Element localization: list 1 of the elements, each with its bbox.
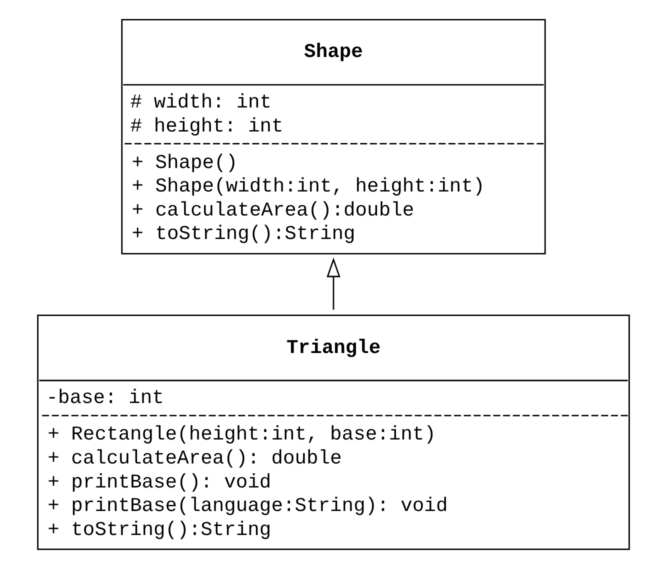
arrow [326,258,340,310]
